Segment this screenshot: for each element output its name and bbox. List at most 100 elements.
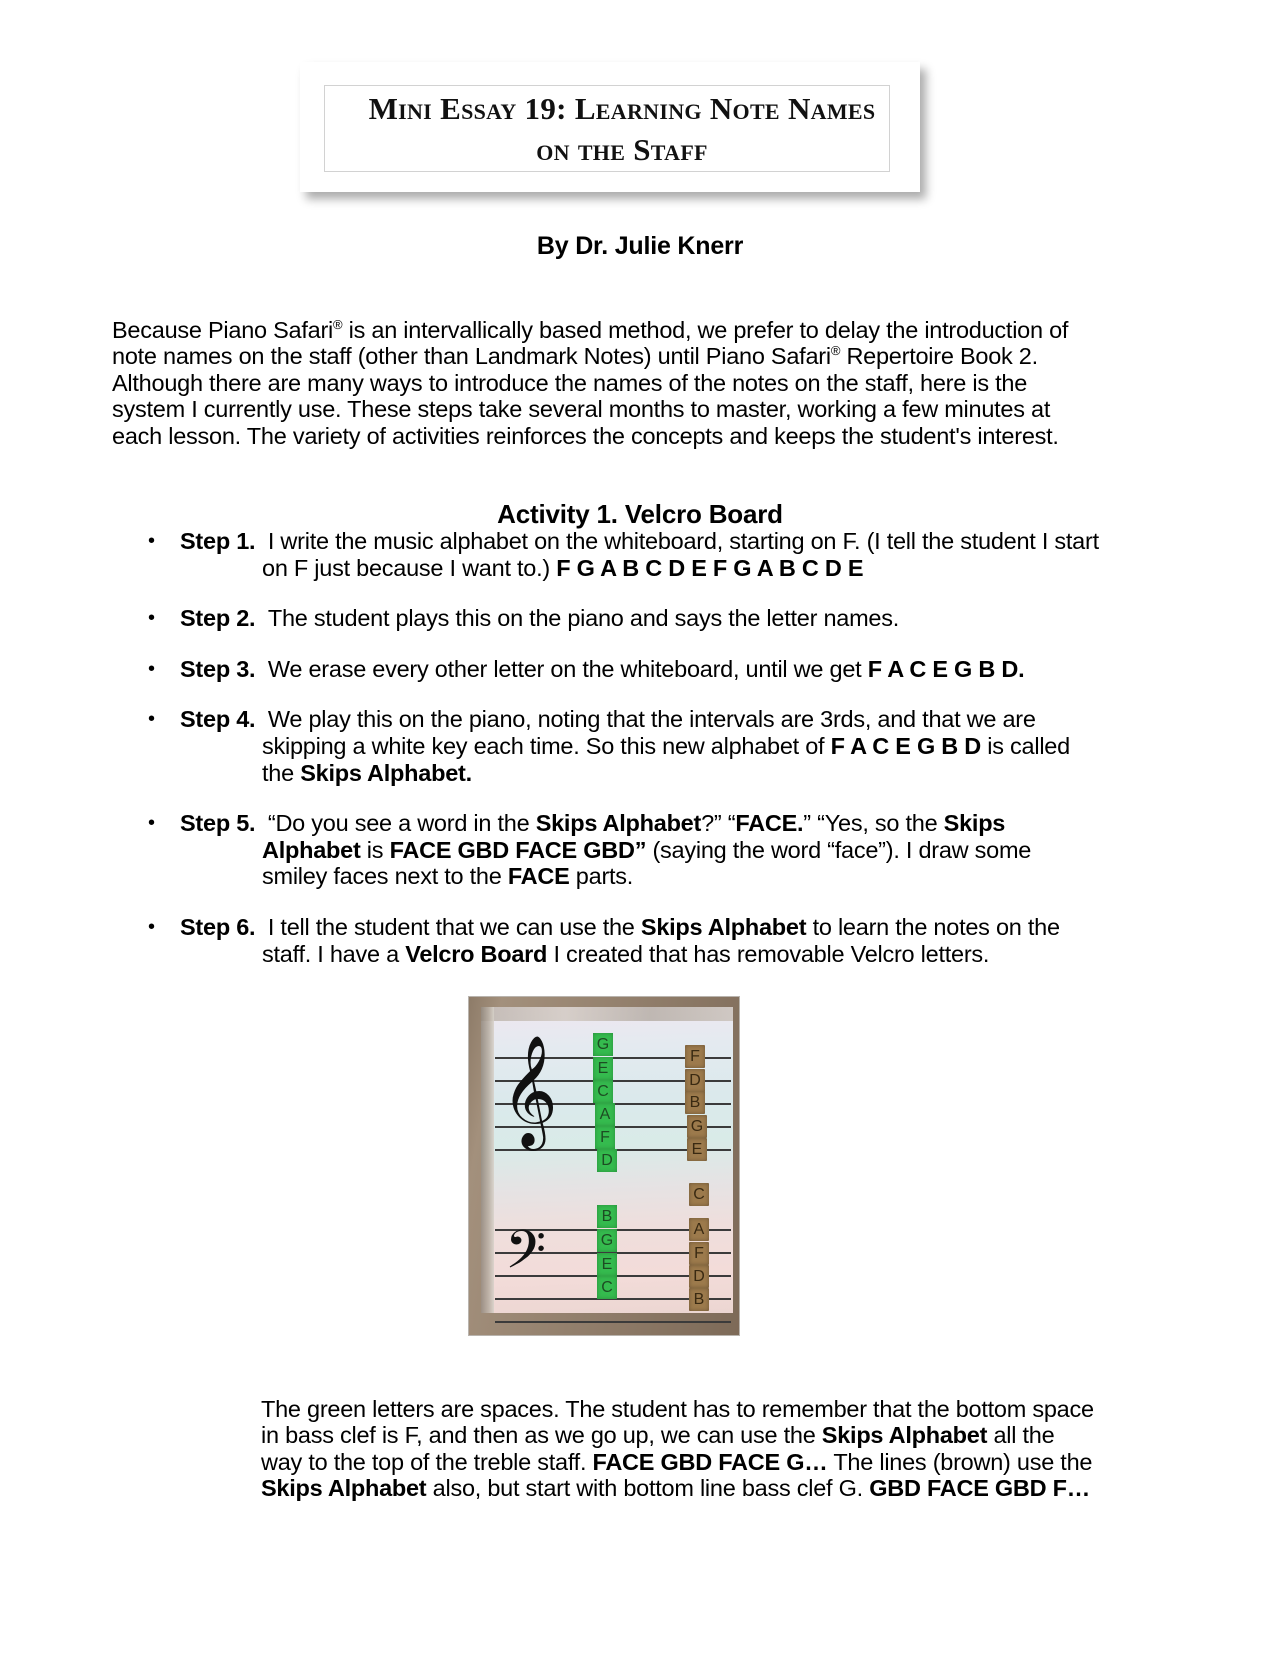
step-text-2: ?” “ [701, 810, 736, 837]
intro-part-1: Because Piano Safari [112, 316, 334, 343]
tile-green: B [597, 1205, 617, 1228]
steps-list: • Step 1. I write the music alphabet on … [112, 528, 1102, 991]
registered-mark-icon: ® [333, 316, 343, 332]
step-bold-2: Skips Alphabet. [300, 759, 472, 786]
caption-text-3: The lines (brown) use the [827, 1448, 1093, 1475]
tile-brown: E [687, 1138, 707, 1161]
velcro-board-photo: 𝄞 𝄢 G E C A F D B G E C F D B G E C A F … [468, 996, 740, 1336]
bullet-icon: • [148, 812, 155, 835]
step-bold-1: Skips Alphabet [535, 810, 702, 837]
page-title-line1: Mini Essay 19: Learning Note Names [368, 91, 876, 126]
step-bold-5: FACE [507, 863, 570, 890]
intro-part-3: Repertoire Book 2. Although there are ma… [112, 343, 1059, 449]
tile-brown: D [685, 1069, 705, 1092]
list-item: • Step 5. “Do you see a word in the Skip… [112, 810, 1102, 890]
step-text-3: I created that has removable Velcro lett… [547, 940, 990, 967]
activity-heading: Activity 1. Velcro Board [497, 498, 783, 529]
caption-bold-4: GBD FACE GBD F… [869, 1475, 1090, 1502]
step-text-3: ” “Yes, so the [803, 810, 944, 837]
list-item: • Step 6. I tell the student that we can… [112, 914, 1102, 967]
tile-green: E [593, 1057, 613, 1080]
byline: By Dr. Julie Knerr [536, 232, 744, 260]
step-content: Step 2. The student plays this on the pi… [180, 605, 1102, 632]
page-title-line2: on the Staff [536, 132, 708, 168]
tile-green: C [597, 1276, 617, 1299]
tile-brown: B [689, 1288, 709, 1311]
registered-mark-icon-2: ® [830, 343, 841, 359]
step-text-1: I tell the student that we can use the [267, 913, 641, 940]
bullet-icon: • [148, 657, 155, 680]
caption-text-1: The green letters are spaces. The studen… [261, 1395, 1094, 1449]
caption-text-4: also, but start with bottom line bass cl… [426, 1475, 870, 1502]
photo-frame: 𝄞 𝄢 G E C A F D B G E C F D B G E C A F … [468, 996, 740, 1336]
board-top-edge [481, 1007, 733, 1021]
tile-green: C [593, 1080, 613, 1103]
tile-brown: B [685, 1091, 705, 1114]
bullet-icon: • [148, 530, 155, 552]
step-bold-2: FACE. [735, 810, 804, 837]
step-label: Step 6. [180, 913, 256, 940]
tile-brown: F [689, 1242, 709, 1265]
step-bold-1: Skips Alphabet [640, 913, 807, 940]
tile-green: A [595, 1103, 615, 1126]
list-item: • Step 1. I write the music alphabet on … [112, 528, 1102, 581]
step-text-1: We play this on the piano, noting that t… [262, 706, 1036, 759]
staff-line-treble-5 [495, 1057, 731, 1059]
step-text-1: “Do you see a word in the [267, 810, 536, 837]
step-content: Step 4. We play this on the piano, notin… [180, 706, 1102, 786]
step-text-2: to learn the notes on the staff. I have … [262, 913, 1060, 967]
step-bold-4: FACE GBD FACE GBD” [389, 836, 647, 863]
intro-paragraph: Because Piano Safari® is an intervallica… [112, 317, 1094, 450]
list-item: • Step 4. We play this on the piano, not… [112, 706, 1102, 786]
step-bold-2: Velcro Board [405, 940, 548, 967]
tile-green: G [593, 1033, 613, 1056]
title-box-inner-border [324, 85, 890, 172]
tile-green: F [595, 1126, 615, 1149]
treble-clef-icon: 𝄞 [501, 1034, 558, 1146]
tile-green: E [597, 1253, 617, 1276]
step-content: Step 6. I tell the student that we can u… [180, 914, 1102, 967]
step-text-2: is called the [262, 732, 1070, 786]
caption-text-2: all the way to the top of the treble sta… [261, 1422, 1055, 1475]
step-text-1: We erase every other letter on the white… [267, 655, 868, 682]
step-bold-1: F A C E G B D. [867, 655, 1025, 682]
bullet-icon: • [148, 708, 155, 731]
step-text-5: (saying the word “face”). I draw some sm… [262, 836, 1032, 890]
tile-green: G [597, 1229, 617, 1252]
step-label: Step 4. [180, 706, 256, 733]
board-left-edge [481, 1007, 494, 1313]
caption-bold-3: Skips Alphabet [261, 1475, 427, 1502]
tile-brown: F [685, 1045, 705, 1068]
step-bold-1: F G A B C D E F G A B C D E [556, 554, 864, 581]
caption-bold-1: Skips Alphabet [821, 1422, 988, 1449]
step-label: Step 1. [180, 528, 256, 554]
staff-line-treble-4 [495, 1080, 731, 1082]
list-item: • Step 2. The student plays this on the … [112, 605, 1102, 632]
step-text-6: parts. [569, 863, 634, 890]
step-content: Step 1. I write the music alphabet on th… [180, 528, 1102, 581]
tile-green: D [597, 1149, 617, 1172]
step-label: Step 2. [180, 605, 256, 632]
step-content: Step 3. We erase every other letter on t… [180, 656, 1102, 683]
step-label: Step 3. [180, 655, 256, 682]
step-text-4: is [360, 836, 390, 863]
bass-clef-icon: 𝄢 [505, 1220, 547, 1294]
page-title: Mini Essay 19: Learning Note Names on th… [322, 88, 922, 170]
step-bold-3: Skips Alphabet [262, 810, 1006, 863]
tile-brown: D [689, 1265, 709, 1288]
step-text-1: I write the music alphabet on the whiteb… [262, 528, 1099, 581]
bullet-icon: • [148, 915, 155, 938]
step-label: Step 5. [180, 810, 256, 837]
title-box: Mini Essay 19: Learning Note Names on th… [300, 62, 920, 192]
tile-brown: C [689, 1183, 709, 1206]
step-bold-1: F A C E G B D [830, 732, 982, 759]
step-content: Step 5. “Do you see a word in the Skips … [180, 810, 1102, 890]
bullet-icon: • [148, 607, 155, 630]
intro-part-2: is an intervallically based method, we p… [112, 316, 1069, 370]
list-item: • Step 3. We erase every other letter on… [112, 656, 1102, 683]
tile-brown: A [689, 1218, 709, 1241]
photo-caption: The green letters are spaces. The studen… [261, 1396, 1101, 1502]
step-text-1: The student plays this on the piano and … [267, 605, 900, 632]
caption-bold-2: FACE GBD FACE G… [592, 1448, 828, 1475]
